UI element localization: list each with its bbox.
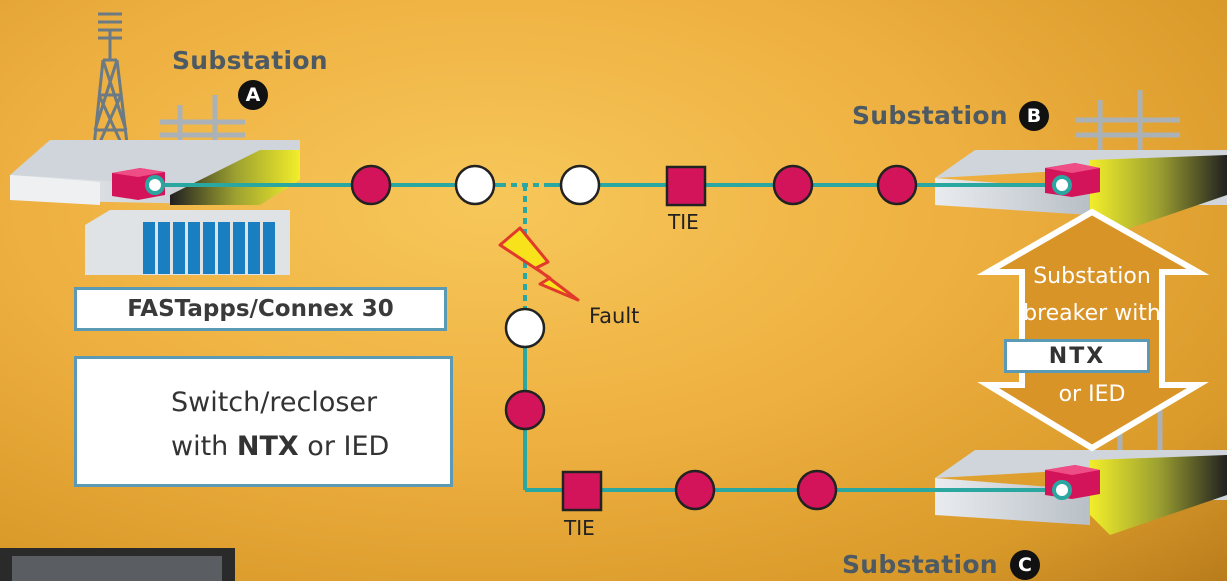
breaker-text-2: breaker with bbox=[1023, 301, 1161, 326]
substation-a-badge: A bbox=[238, 80, 268, 110]
legend-ntx: NTX bbox=[236, 431, 299, 462]
breaker-text-3: or IED bbox=[1058, 382, 1126, 407]
open-switch bbox=[559, 164, 601, 206]
legend-line-1: Switch/recloser bbox=[171, 387, 378, 418]
breaker-arrow bbox=[976, 208, 1210, 452]
substation-b-badge: B bbox=[1019, 101, 1049, 131]
tie-label-top: TIE bbox=[668, 210, 699, 234]
closed-switch bbox=[772, 164, 814, 206]
open-switch bbox=[454, 164, 496, 206]
tie-switch bbox=[561, 470, 603, 512]
closed-switch bbox=[796, 469, 838, 511]
tie-label-bottom: TIE bbox=[564, 516, 595, 540]
substation-c-badge: C bbox=[1010, 550, 1040, 580]
fault-bolt bbox=[498, 226, 580, 302]
closed-switch bbox=[674, 469, 716, 511]
closed-switch bbox=[876, 164, 918, 206]
substation-c-label: Substation bbox=[842, 550, 998, 579]
master-station-label: FASTapps/Connex 30 bbox=[74, 287, 447, 331]
closed-switch bbox=[350, 164, 392, 206]
closed-switch bbox=[504, 389, 546, 431]
breaker-text-1: Substation bbox=[1033, 264, 1151, 289]
substation-a-label: Substation bbox=[172, 46, 328, 75]
legend-box: Switch/recloser with NTX or IED bbox=[74, 356, 453, 487]
substation-b-label: Substation bbox=[852, 101, 1008, 130]
substation-b-graphic bbox=[935, 90, 1227, 235]
substation-a-graphic bbox=[10, 12, 300, 275]
breaker-ntx-box: NTX bbox=[1004, 339, 1150, 373]
open-switch bbox=[504, 307, 546, 349]
fault-label: Fault bbox=[589, 304, 640, 328]
legend-line-2: with NTX or IED bbox=[171, 431, 390, 462]
tie-switch bbox=[665, 165, 707, 207]
